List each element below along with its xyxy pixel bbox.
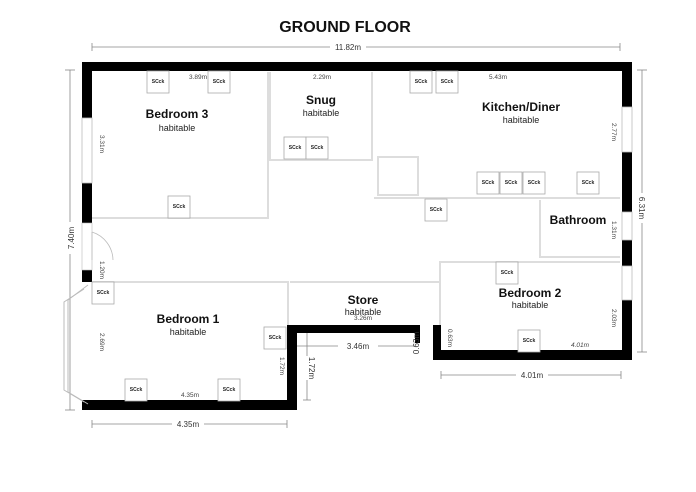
bedroom2-width-dimension: 4.01m (440, 370, 622, 380)
svg-text:SCck: SCck (482, 180, 495, 186)
room-store-name: Store (348, 293, 379, 307)
store-width-dimension: 3.46m (297, 341, 415, 351)
room-store-type: habitable (345, 307, 382, 317)
room-bedroom2-name: Bedroom 2 (499, 286, 562, 300)
svg-text:11.82m: 11.82m (335, 43, 361, 52)
svg-text:3.46m: 3.46m (347, 342, 370, 351)
kitchen-width: 5.43m (489, 74, 507, 81)
overall-width-dimension: 11.82m (91, 42, 621, 52)
svg-text:SCck: SCck (173, 204, 186, 210)
fixture: SCck (435, 70, 459, 94)
windows (63, 106, 633, 405)
svg-text:SCck: SCck (289, 145, 302, 151)
right-height-dimension: 6.31m (636, 69, 648, 353)
fixture: SCck (409, 70, 433, 94)
svg-text:SCck: SCck (223, 387, 236, 393)
fixture: SCck (499, 171, 523, 195)
svg-text:SCck: SCck (213, 79, 226, 85)
fixture: SCck (146, 70, 170, 94)
bedroom2-width: 4.01m (571, 342, 590, 349)
front-door (81, 222, 114, 271)
fixture: SCck (207, 70, 231, 94)
fixture: SCck (576, 171, 600, 195)
bedroom3-height: 3.31m (98, 135, 105, 153)
hall-height: 1.20m (98, 261, 105, 279)
svg-text:4.35m: 4.35m (177, 420, 200, 429)
fixture: SCck (495, 261, 519, 285)
fixture: SCck (263, 326, 287, 350)
fixture: SCck (91, 281, 115, 305)
room-bedroom1-type: habitable (170, 327, 207, 337)
svg-text:SCck: SCck (582, 180, 595, 186)
room-bedroom2-type: habitable (512, 300, 549, 310)
bedroom1-height2: 1.72m (278, 357, 285, 375)
fixture: SCck (217, 378, 241, 402)
fixture: SCck (124, 378, 148, 402)
bathroom-height: 1.31m (610, 221, 617, 239)
svg-text:0.63m: 0.63m (412, 332, 421, 355)
fixture: SCck (522, 171, 546, 195)
room-kitchen-name: Kitchen/Diner (482, 100, 560, 114)
fixture: SCck (305, 136, 329, 160)
fixture: SCck (424, 198, 448, 222)
svg-text:4.01m: 4.01m (521, 371, 544, 380)
room-bedroom3-type: habitable (159, 123, 196, 133)
svg-text:SCck: SCck (415, 79, 428, 85)
room-bathroom-name: Bathroom (550, 213, 607, 227)
fixture: SCck (283, 136, 307, 160)
fixture: SCck (476, 171, 500, 195)
bedroom2-height2: 0.63m (446, 329, 453, 347)
svg-text:SCck: SCck (97, 290, 110, 296)
room-bedroom3-name: Bedroom 3 (146, 107, 209, 121)
snug-width: 2.29m (313, 74, 331, 81)
bedroom1-width: 4.35m (181, 392, 199, 399)
exterior-walls (82, 62, 632, 410)
room-snug-type: habitable (303, 108, 340, 118)
svg-text:SCck: SCck (130, 387, 143, 393)
kitchen-height: 2.77m (610, 123, 617, 141)
bedroom3-width: 3.89m (189, 74, 207, 81)
room-kitchen-type: habitable (503, 115, 540, 125)
fixture: SCck (517, 329, 541, 353)
svg-text:SCck: SCck (523, 338, 536, 344)
fixture: SCck (167, 195, 191, 219)
interior-partitions (92, 72, 620, 352)
store-height-dimension: 1.72m (302, 333, 316, 401)
bedroom1-width-dimension: 4.35m (91, 419, 288, 429)
svg-text:SCck: SCck (505, 180, 518, 186)
svg-text:7.40m: 7.40m (67, 227, 76, 250)
room-snug-name: Snug (306, 93, 336, 107)
svg-text:SCck: SCck (501, 270, 514, 276)
notch-height-dimension: 0.63m (412, 332, 421, 355)
bedroom1-height: 2.69m (98, 333, 105, 351)
left-height-dimension: 7.40m (64, 69, 76, 411)
bedroom2-height: 2.03m (610, 309, 617, 327)
svg-text:SCck: SCck (152, 79, 165, 85)
svg-text:6.31m: 6.31m (637, 197, 646, 220)
svg-text:SCck: SCck (441, 79, 454, 85)
svg-text:SCck: SCck (269, 335, 282, 341)
store-width: 3.26m (354, 315, 372, 322)
room-bedroom1-name: Bedroom 1 (157, 312, 220, 326)
svg-text:1.72m: 1.72m (307, 357, 316, 380)
floor-title: GROUND FLOOR (279, 19, 411, 36)
svg-text:SCck: SCck (430, 207, 443, 213)
svg-text:SCck: SCck (528, 180, 541, 186)
svg-text:SCck: SCck (311, 145, 324, 151)
